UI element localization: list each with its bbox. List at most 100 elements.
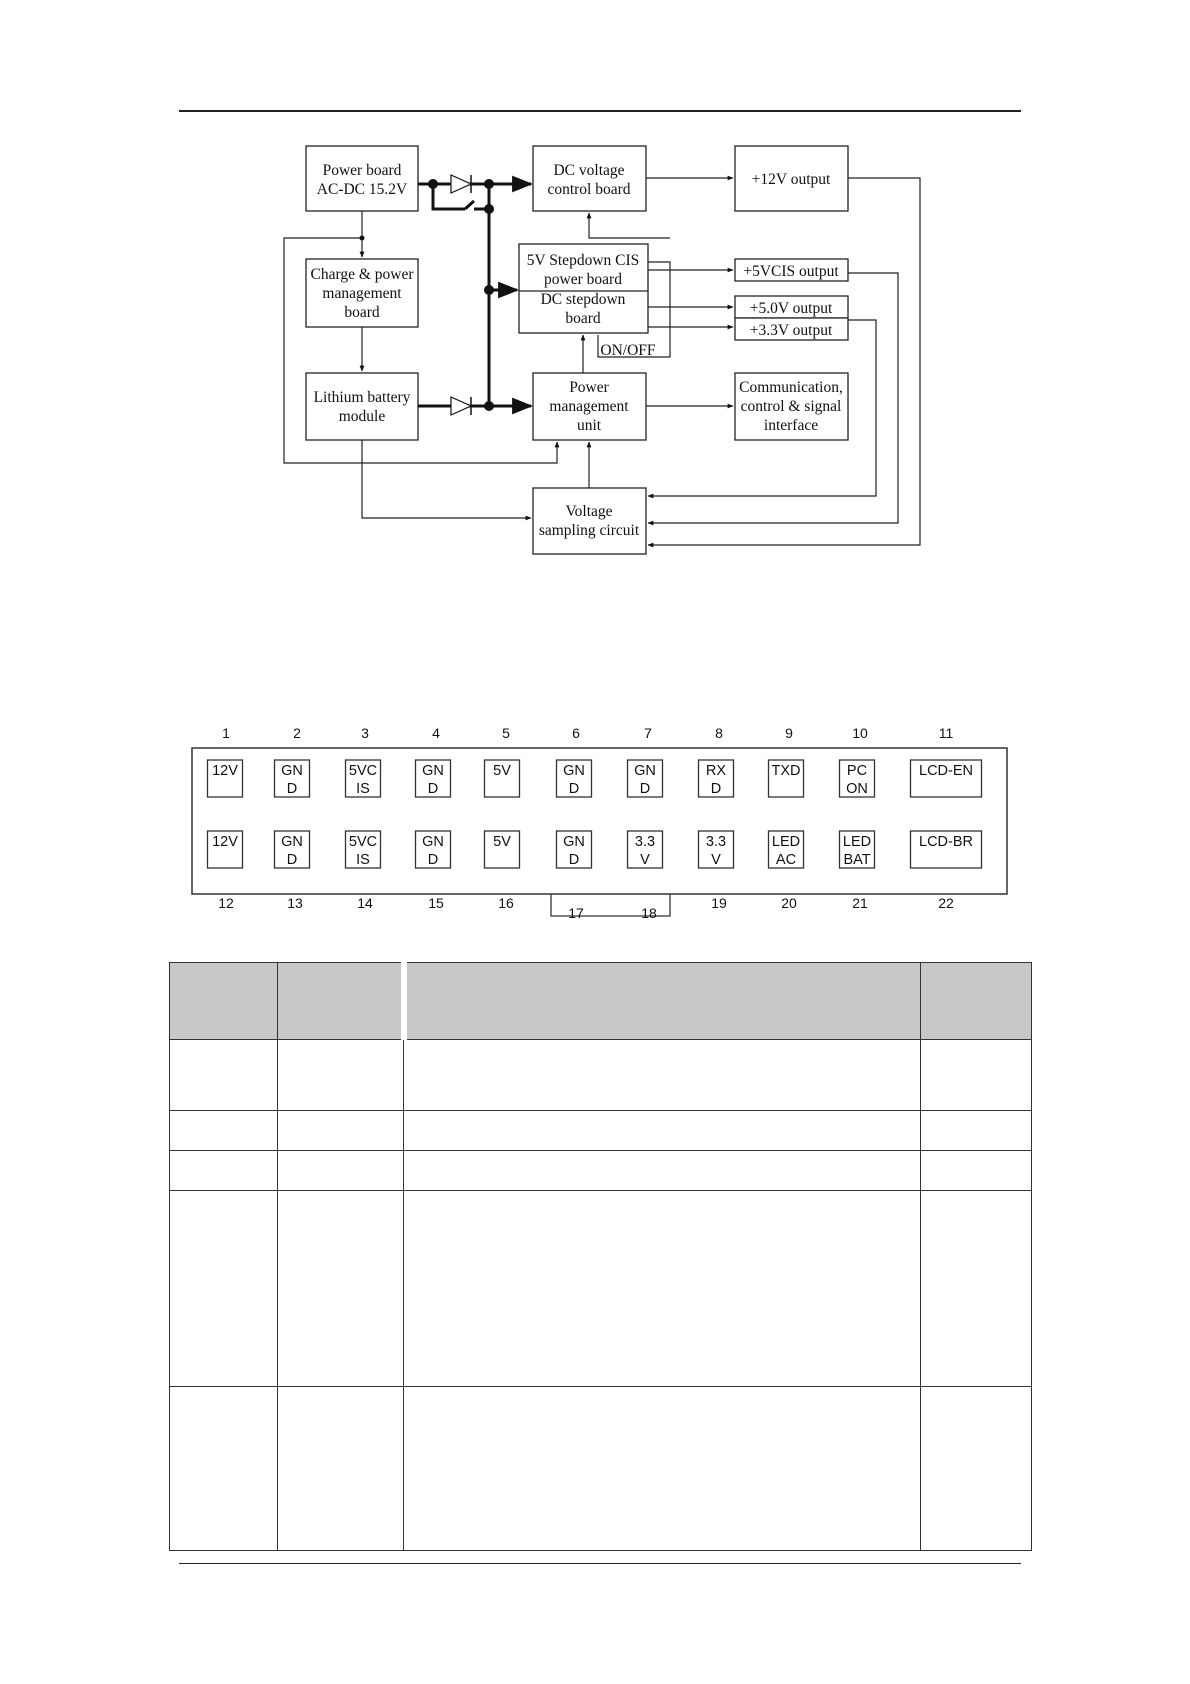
header-rule [179,110,1021,112]
pin-label-line1: GN [422,763,444,779]
power-board-line2: AC-DC 15.2V [317,181,408,198]
out-5v-label: +5.0V output [750,300,833,317]
pin-label-line1: LED [843,834,871,850]
pin-label-line2: IS [356,852,370,868]
lithium-line1: Lithium battery [314,389,411,406]
table-cell [920,1386,1032,1551]
pin-box [697,759,735,798]
table-cell [169,1039,278,1111]
table-row [169,1150,1032,1191]
voltage-sampling-box [532,487,647,555]
power-board-line1: Power board [323,162,402,179]
pin-label-line2: BAT [843,852,870,868]
pin-box [767,759,805,798]
pin-box [909,830,983,869]
pin-label: LCD-EN [919,763,973,779]
pin-label-line1: GN [281,763,303,779]
pin-label-line2: V [640,852,650,868]
pin-box [626,830,664,869]
table-cell [277,1110,404,1151]
pin-box [414,830,452,869]
table-cell [403,1039,921,1111]
pin-box [483,759,521,798]
stepdown-cis-line1: 5V Stepdown CIS [527,252,640,269]
pin-label-line1: RX [706,763,726,779]
pin-label-line1: GN [634,763,656,779]
table-cell [920,1110,1032,1151]
pin-box [555,759,593,798]
pin-number: 18 [641,905,657,921]
pin-label-line2: D [287,852,297,868]
pin-box [483,830,521,869]
pin-label: 12V [212,763,238,779]
pin-number: 2 [293,725,301,741]
pin-number: 11 [939,725,954,741]
table-header-row [169,962,1032,1040]
pin-number: 8 [715,725,723,741]
table-cell [277,1039,404,1111]
table-cell [277,1150,404,1191]
out-5vcis-box [734,258,849,282]
table-row [169,1190,1032,1387]
pin-number: 19 [711,895,727,911]
pin-box [273,830,311,869]
comm-line3: interface [764,417,818,434]
table-header-cell [400,962,921,1040]
pin-box [344,830,382,869]
pin-label-line2: ON [846,781,868,797]
pin-box [626,759,664,798]
pin-label-line1: 3.3 [706,834,726,850]
lithium-line2: module [339,408,386,425]
on-off-label: ON/OFF [600,342,656,359]
pin-box [555,830,593,869]
voltage-sampling-line2: sampling circuit [539,522,640,539]
out-3v3-box [734,317,849,341]
pin-label-line2: IS [356,781,370,797]
table-header-cell [277,962,404,1040]
connector-outline [191,747,1008,895]
pin-box [414,759,452,798]
pin-box [206,759,244,798]
pin-label-line2: D [428,852,438,868]
dc-stepdown-line2: board [565,310,601,327]
pin-number: 3 [361,725,369,741]
table-cell [277,1190,404,1387]
pin-box [767,830,805,869]
pin-label-line1: GN [281,834,303,850]
pin-label-line1: 5VC [349,763,377,779]
pin-box [838,759,876,798]
pin-label: 5V [493,763,511,779]
table-header-cell [920,962,1032,1040]
voltage-sampling-line1: Voltage [565,503,612,520]
table-cell [920,1190,1032,1387]
table-header-cell [169,962,278,1040]
charge-board-line1: Charge & power [310,266,414,283]
table-row [169,1110,1032,1151]
pin-label-line2: D [428,781,438,797]
pin-number: 20 [781,895,797,911]
table-cell [169,1190,278,1387]
out-12v-label: +12V output [752,171,831,188]
power-mgmt-line2: management [549,398,629,415]
table-cell [403,1386,921,1551]
pin-label-line1: GN [563,763,585,779]
pin-number: 17 [568,905,584,921]
footer-rule [179,1563,1021,1564]
pin-number: 15 [428,895,444,911]
pin-label: 12V [212,834,238,850]
out-5vcis-label: +5VCIS output [743,263,839,280]
pin-number: 13 [287,895,303,911]
comm-line2: control & signal [741,398,842,415]
table-cell [169,1110,278,1151]
pin-box [273,759,311,798]
pin-label-line2: V [711,852,721,868]
pin-label-line2: D [287,781,297,797]
pin-label: LCD-BR [919,834,973,850]
pin-label: 5V [493,834,511,850]
pin-label-line1: 5VC [349,834,377,850]
pin-label-line2: D [640,781,650,797]
dc-voltage-line1: DC voltage [553,162,624,179]
pin-label-line2: D [711,781,721,797]
pin-number: 1 [222,725,230,741]
stepdown-box [518,243,649,334]
